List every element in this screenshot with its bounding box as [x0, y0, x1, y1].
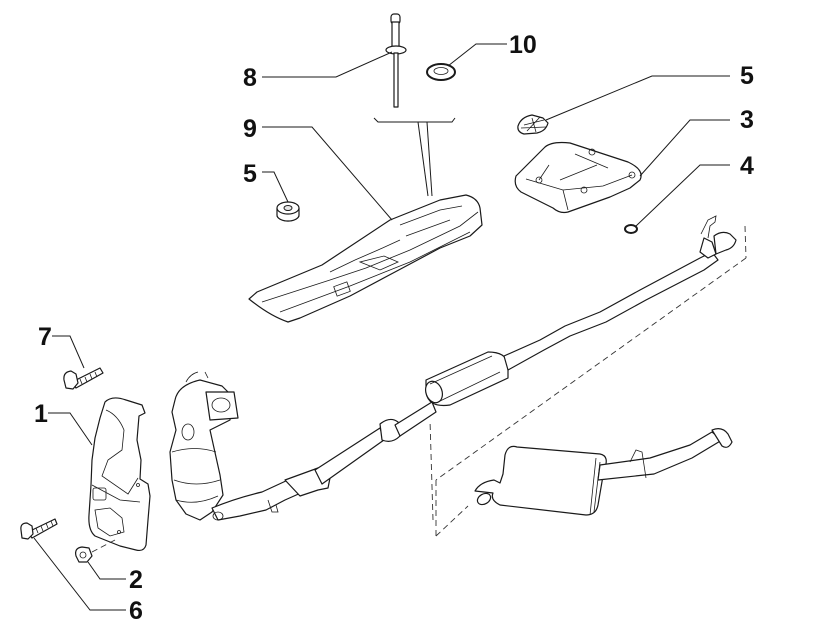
- part-1-heat-shield[interactable]: [88, 397, 151, 552]
- part-5-nut[interactable]: [276, 201, 300, 222]
- part-4-washer[interactable]: [624, 224, 638, 234]
- callout-7[interactable]: 7: [38, 323, 52, 351]
- callout-3[interactable]: 3: [740, 106, 754, 134]
- center-muffler[interactable]: [423, 351, 509, 407]
- part-6-bolt[interactable]: [20, 518, 58, 540]
- rear-muffler[interactable]: [474, 428, 733, 516]
- callout-4[interactable]: 4: [740, 152, 754, 180]
- part-9-underbody-heat-shield[interactable]: [248, 194, 483, 323]
- alignment-lines: [429, 225, 747, 537]
- callout-6[interactable]: 6: [129, 597, 143, 625]
- callout-5-nut[interactable]: 5: [243, 160, 257, 188]
- part-5-clip[interactable]: [517, 114, 549, 135]
- part-3-heat-shield-plate[interactable]: [514, 141, 642, 214]
- callout-labels: 8 10 5 9 3 5 4 7 1 2 6: [34, 31, 754, 625]
- intermediate-pipe[interactable]: [503, 215, 737, 371]
- callout-9[interactable]: 9: [243, 115, 257, 143]
- leader-lines: [33, 43, 730, 611]
- callout-5-clip[interactable]: 5: [740, 62, 754, 90]
- callout-2[interactable]: 2: [129, 566, 143, 594]
- assembly-bracket: [373, 117, 456, 197]
- callout-8[interactable]: 8: [243, 64, 257, 92]
- front-pipe[interactable]: [211, 401, 437, 521]
- part-8-rivet[interactable]: [385, 13, 407, 108]
- callout-1[interactable]: 1: [34, 400, 48, 428]
- part-7-bolt[interactable]: [63, 367, 104, 390]
- callout-10[interactable]: 10: [509, 31, 537, 59]
- part-10-washer[interactable]: [426, 63, 456, 81]
- catalytic-converter[interactable]: [169, 371, 239, 521]
- part-2-nut[interactable]: [75, 539, 116, 563]
